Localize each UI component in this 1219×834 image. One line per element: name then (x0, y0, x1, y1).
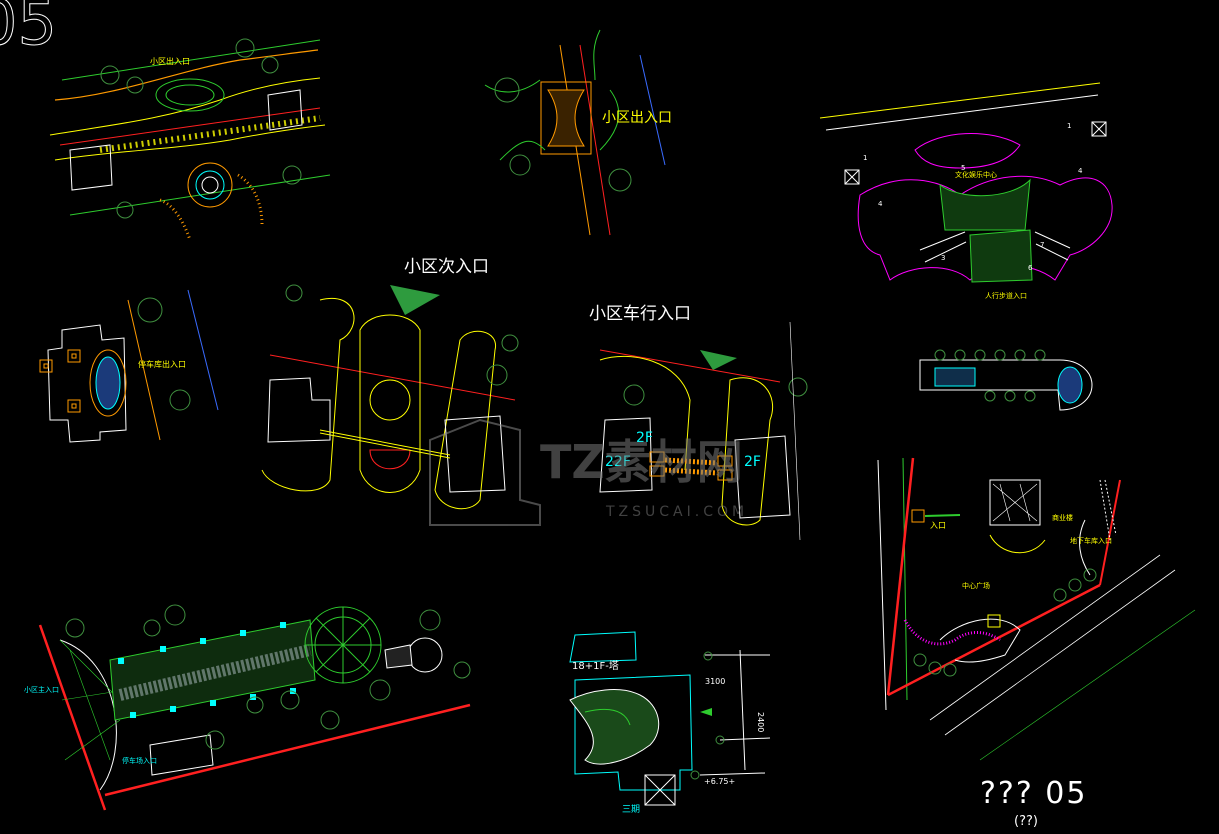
p9-dim-a: 3100 (705, 677, 725, 686)
p3-label-bottom: 人行步道入口 (985, 291, 1027, 300)
watermark-url: TZSUCAI.COM (605, 504, 748, 520)
panel-tower-plan (569, 631, 771, 806)
p10-label-a: 商业楼 (1052, 513, 1073, 522)
p5-title: 小区次入口 (404, 257, 489, 277)
p3-num-4: 4 (1078, 167, 1083, 175)
p9-tower: 18+1F-塔 (572, 659, 619, 672)
p8-label-left: 小区主入口 (24, 685, 59, 694)
p8-label-bottom: 停车场入口 (122, 756, 157, 765)
p6-tag-0: 2F (636, 430, 653, 446)
p10-label-entry: 入口 (930, 521, 946, 530)
watermark: TZ素材网 TZSUCAI.COM (429, 418, 748, 526)
p10-label-b: 地下车库入口 (1070, 536, 1112, 545)
panel-main-entrance (38, 604, 471, 811)
watermark-text: TZ素材网 (540, 435, 743, 489)
panel-community-entrance-2 (484, 29, 666, 236)
p6-tag-1: 22F (605, 454, 631, 470)
p3-num-2: 3 (941, 254, 945, 262)
panel-commercial-site (877, 457, 1196, 761)
panel-cultural-center (819, 82, 1113, 283)
p3-num-6: 6 (1028, 264, 1033, 272)
sheet-page-number: ??? 05 (980, 776, 1088, 811)
p3-num-7: 7 (1040, 241, 1044, 249)
p3-label-center: 文化娱乐中心 (955, 170, 997, 179)
p3-num-1: 1 (1067, 122, 1071, 130)
p6-title: 小区车行入口 (589, 304, 691, 324)
panel-vehicle-entrance (599, 321, 808, 541)
p10-label-c: 中心广场 (962, 581, 990, 590)
panel-garage-entrance (39, 289, 219, 443)
p9-dim-b: +6.75+ (704, 777, 735, 786)
panel-community-entrance-1 (49, 38, 331, 241)
p3-num-0: 1 (863, 154, 867, 162)
p2-label: 小区出入口 (602, 110, 672, 126)
p1-label: 小区出入口 (150, 56, 190, 66)
sheet-page-subtitle: (??) (1014, 814, 1038, 829)
panel-strip-plan (919, 349, 1093, 411)
p4-label: 停车库出入口 (138, 359, 186, 369)
p3-num-5: 5 (961, 164, 965, 172)
p9-dim-h: 2400 (756, 712, 765, 732)
p6-tag-2: 2F (744, 454, 761, 470)
p9-label-bottom: 三期 (622, 804, 640, 815)
p3-num-3: 4 (878, 200, 883, 208)
panel-secondary-entrance (261, 284, 519, 510)
sheet-corner-number: 05 (0, 0, 57, 60)
